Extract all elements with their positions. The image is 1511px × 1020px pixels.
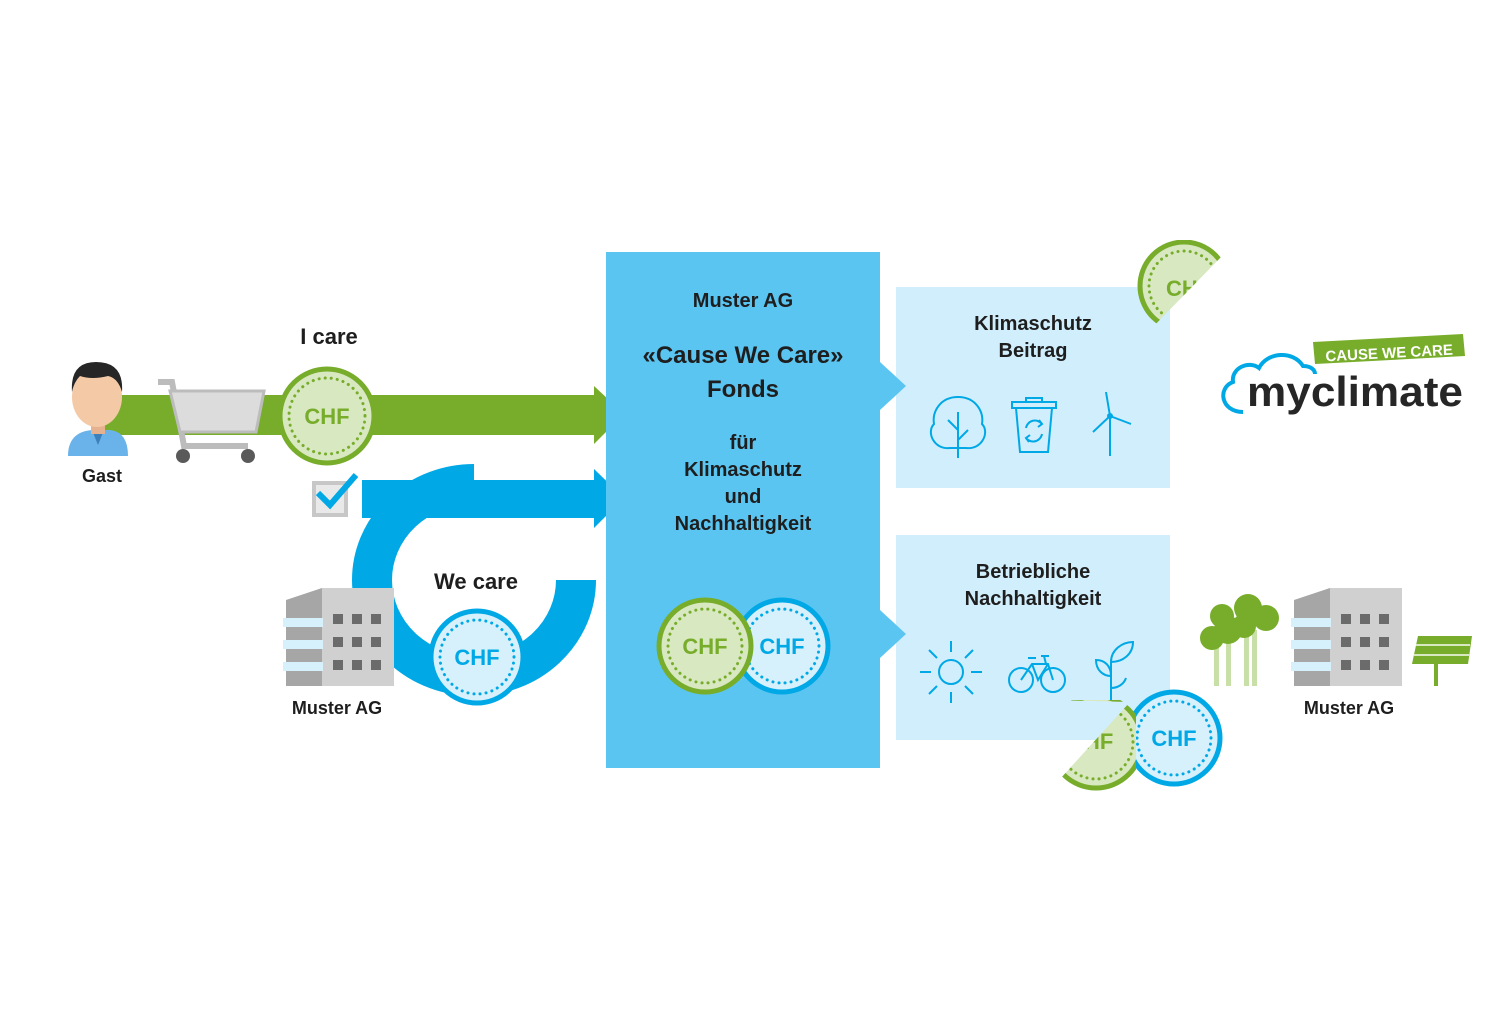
fund-box: Muster AG «Cause We Care» Fonds für Klim… <box>606 252 880 768</box>
i-care-label: I care <box>300 324 358 349</box>
shopping-cart-icon <box>158 379 266 463</box>
company-label-left: Muster AG <box>291 698 383 718</box>
sustain-title-line2: Nachhaltigkeit <box>964 588 1102 610</box>
logo-badge-text: CAUSE WE CARE <box>1325 342 1453 366</box>
climate-title-line2: Beitrag <box>998 340 1068 362</box>
solar-panel-icon <box>1412 636 1472 686</box>
logo-wordmark: myclimate <box>1247 368 1463 415</box>
building-icon <box>283 588 394 686</box>
sustainability-panel: Betriebliche Nachhaltigkeit <box>896 535 1170 740</box>
fund-title-line2: Fonds <box>707 376 779 403</box>
climate-title-line1: Klimaschutz <box>974 313 1092 335</box>
cloud-icon <box>1221 353 1317 414</box>
blue-flow-loop <box>352 464 624 696</box>
fund-purpose-line3: und <box>724 486 762 508</box>
fund-company: Muster AG <box>692 290 794 312</box>
building-icon <box>1291 588 1402 686</box>
we-care-label: We care <box>434 569 518 594</box>
company-label-right: Muster AG <box>1303 698 1395 718</box>
fund-title-line1: «Cause We Care» <box>642 342 844 369</box>
guest-label: Gast <box>81 466 123 486</box>
fund-purpose-line2: Klimaschutz <box>684 459 802 481</box>
checkbox-icon <box>312 473 359 517</box>
climate-panel: Klimaschutz Beitrag <box>896 287 1170 488</box>
myclimate-logo: CAUSE WE CARE myclimate <box>1221 334 1465 415</box>
person-icon <box>68 362 128 456</box>
fund-purpose-line4: Nachhaltigkeit <box>674 513 812 535</box>
trees-icon <box>1200 594 1279 686</box>
cause-we-care-badge <box>1313 334 1465 364</box>
fund-purpose-line1: für <box>729 432 757 454</box>
sustain-title-line1: Betriebliche <box>975 561 1091 583</box>
